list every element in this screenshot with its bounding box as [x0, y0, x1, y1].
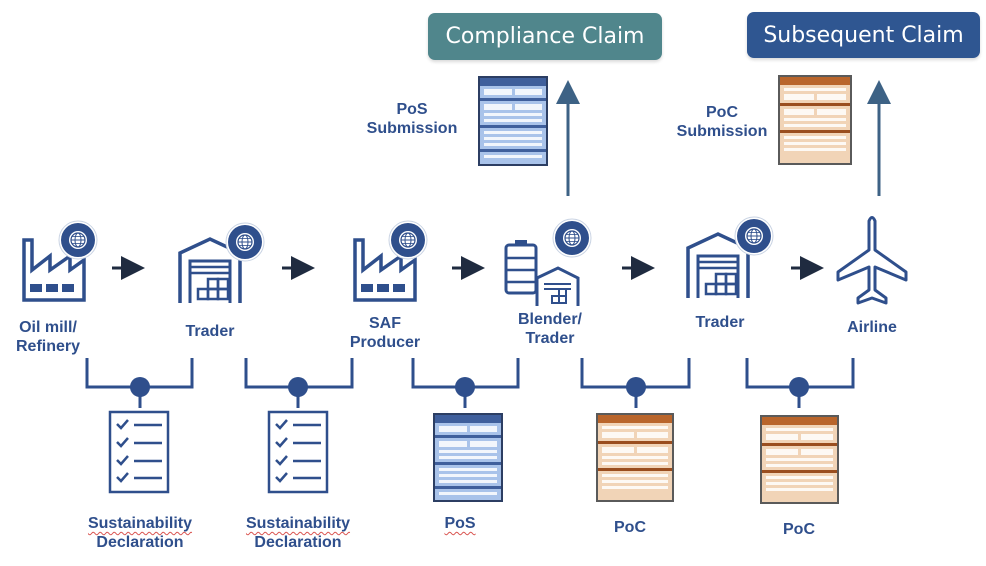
chain-label-line2: Refinery	[15, 338, 81, 355]
iscc-badge-icon	[58, 220, 98, 260]
poc-submission-line2: Submission	[676, 123, 768, 140]
subsequent-claim-label: Subsequent Claim	[763, 22, 964, 48]
poc-submission-label: PoC Submission	[665, 103, 779, 141]
document-label-poc: PoC	[759, 520, 839, 539]
poc-document-thumbnail	[596, 413, 674, 502]
pos-submission-line2: Submission	[366, 120, 458, 137]
poc-submission-form-thumbnail	[778, 75, 852, 165]
chain-label-airline: Airline	[822, 318, 922, 337]
pos-submission-form-thumbnail	[478, 76, 548, 166]
chain-label-blender-trader: Blender/ Trader	[500, 310, 600, 348]
document-label-line2: Declaration	[96, 534, 184, 551]
poc-document-thumbnail	[760, 415, 839, 504]
pos-document-thumbnail	[433, 413, 503, 502]
chain-label-line1: Airline	[847, 319, 897, 336]
chain-label-line1: Oil mill/	[19, 319, 77, 336]
chain-label-saf-producer: SAF Producer	[335, 314, 435, 352]
document-label-line1: Sustainability	[87, 515, 193, 532]
chain-label-oil-mill: Oil mill/ Refinery	[0, 318, 96, 356]
iscc-badge-icon	[388, 220, 428, 260]
iscc-badge-icon	[734, 216, 774, 256]
iscc-badge-icon	[225, 222, 265, 262]
iscc-badge-icon	[552, 218, 592, 258]
chain-label-line1: Trader	[185, 323, 235, 340]
airplane-icon	[836, 216, 908, 305]
document-label-line1: PoC	[614, 519, 646, 536]
document-label-line1: PoS	[444, 515, 476, 532]
document-label-line1: PoC	[783, 521, 815, 538]
document-label-sustainability-declaration: Sustainability Declaration	[74, 514, 206, 552]
document-label-pos: PoS	[420, 514, 500, 533]
compliance-claim-box: Compliance Claim	[428, 13, 662, 60]
checklist-icon	[267, 410, 329, 494]
chain-label-trader: Trader	[670, 313, 770, 332]
document-label-sustainability-declaration: Sustainability Declaration	[232, 514, 364, 552]
blender-barrel-warehouse-icon	[504, 240, 580, 306]
pos-submission-label: PoS Submission	[357, 100, 467, 138]
checklist-icon	[108, 410, 170, 494]
subsequent-claim-box: Subsequent Claim	[747, 12, 980, 58]
chain-label-line1: Blender/	[517, 311, 582, 328]
chain-label-trader: Trader	[160, 322, 260, 341]
chain-label-line2: Trader	[525, 330, 575, 347]
document-label-line2: Declaration	[254, 534, 342, 551]
document-label-poc: PoC	[590, 518, 670, 537]
poc-submission-line1: PoC	[706, 104, 738, 121]
chain-label-line1: SAF	[369, 315, 401, 332]
chain-label-line2: Producer	[349, 334, 421, 351]
document-label-line1: Sustainability	[245, 515, 351, 532]
compliance-claim-label: Compliance Claim	[445, 24, 645, 49]
pos-submission-line1: PoS	[396, 101, 428, 118]
connector-node	[130, 377, 809, 397]
chain-label-line1: Trader	[695, 314, 745, 331]
